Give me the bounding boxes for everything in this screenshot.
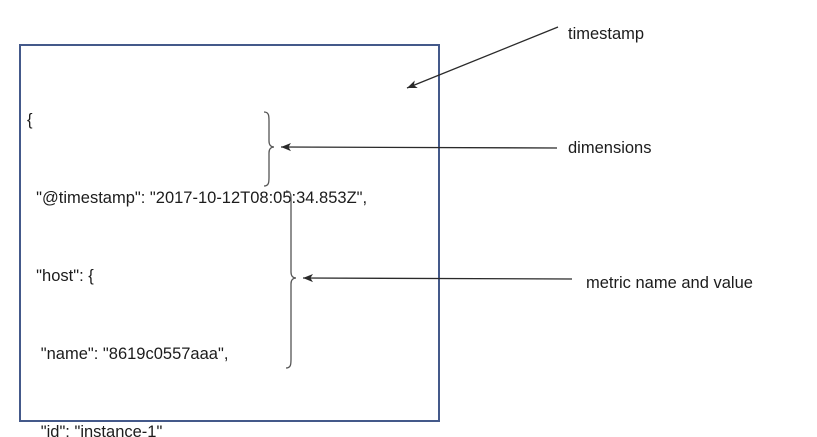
json-line-timestamp: "@timestamp": "2017-10-12T08:05:34.853Z"… xyxy=(27,189,368,207)
json-line-host-id: "id": "instance-1" xyxy=(27,423,163,437)
json-document-box xyxy=(19,44,440,422)
json-code-block: { "@timestamp": "2017-10-12T08:05:34.853… xyxy=(27,55,447,437)
json-line-host-name: "name": "8619c0557aaa", xyxy=(27,345,229,363)
annotation-label-timestamp: timestamp xyxy=(568,25,645,43)
annotation-label-dimensions: dimensions xyxy=(568,139,652,157)
annotation-label-metric: metric name and value xyxy=(586,274,753,292)
json-line-host-open: "host": { xyxy=(27,267,94,285)
json-line: { xyxy=(27,111,33,129)
